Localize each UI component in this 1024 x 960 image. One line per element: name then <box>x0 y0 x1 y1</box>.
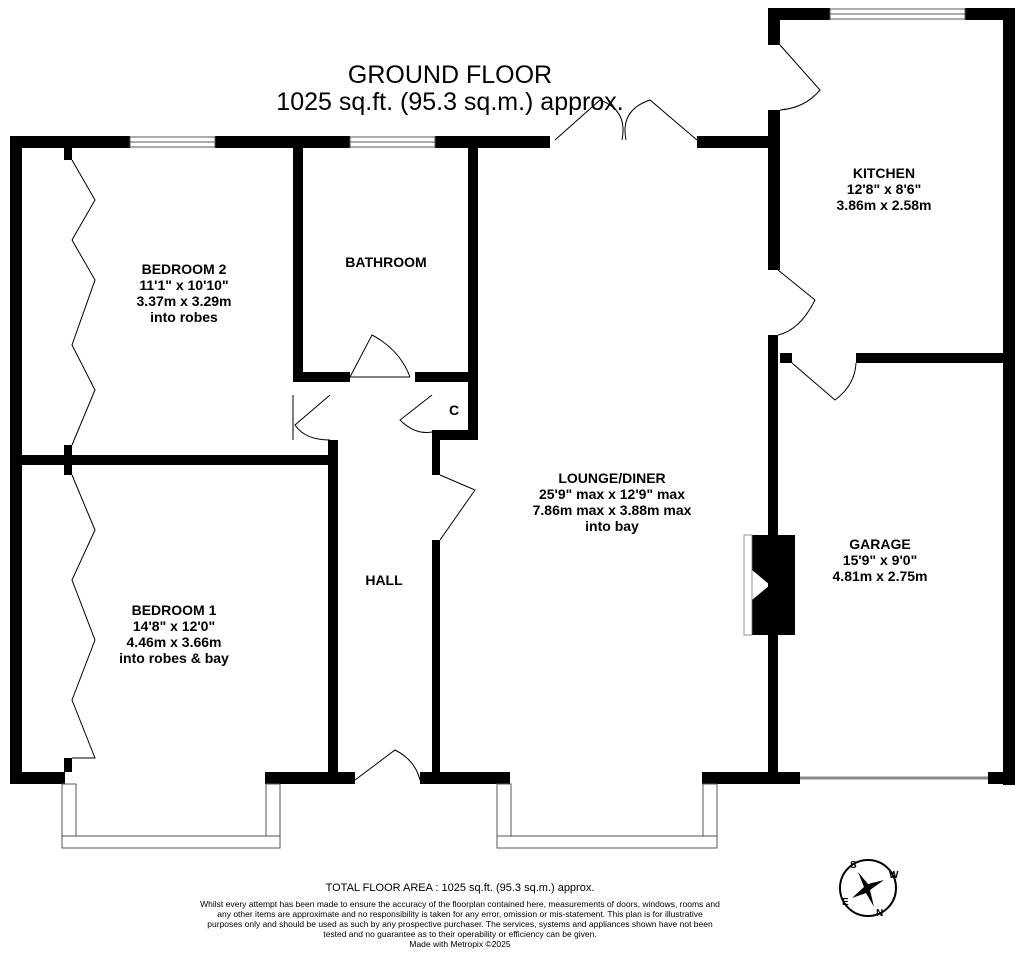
room-name: KITCHEN <box>852 165 916 181</box>
compass-icon: S W N E <box>839 859 899 919</box>
room-note: into robes <box>150 309 218 325</box>
disclaimer-text: Whilst every attempt has been made to en… <box>200 899 720 939</box>
room-name: GARAGE <box>849 536 911 552</box>
room-name: BEDROOM 1 <box>131 602 217 618</box>
compass-w: W <box>889 870 899 881</box>
compass-e: E <box>842 897 849 908</box>
room-kitchen: KITCHEN 12'8" x 8'6" 3.86m x 2.58m <box>837 165 932 213</box>
room-garage: GARAGE 15'9" x 9'0" 4.81m x 2.75m <box>833 536 928 584</box>
room-imperial: 12'8" x 8'6" <box>846 181 922 197</box>
made-with: Made with Metropix ©2025 <box>409 939 511 949</box>
room-metric: 4.46m x 3.66m <box>126 634 222 650</box>
room-name: LOUNGE/DINER <box>558 470 666 486</box>
walls <box>10 8 1015 785</box>
hearth <box>743 534 753 636</box>
room-metric: 3.37m x 3.29m <box>136 293 232 309</box>
room-cupboard: C <box>449 402 459 418</box>
room-metric: 7.86m max x 3.88m max <box>532 502 692 518</box>
room-bedroom-2: BEDROOM 2 11'1" x 10'10" 3.37m x 3.29m i… <box>137 261 232 325</box>
doors <box>71 44 857 781</box>
compass-s: S <box>850 860 857 871</box>
room-lounge-diner: LOUNGE/DINER 25'9" max x 12'9" max 7.86m… <box>533 470 692 534</box>
room-bathroom: BATHROOM <box>345 254 426 270</box>
total-floor-area: TOTAL FLOOR AREA : 1025 sq.ft. (95.3 sq.… <box>325 882 595 894</box>
floor-name: GROUND FLOOR <box>347 61 553 89</box>
floor-area: 1025 sq.ft. (95.3 sq.m.) approx. <box>276 88 624 116</box>
chimney-breast <box>752 535 795 635</box>
windows <box>61 8 988 849</box>
room-name: BEDROOM 2 <box>141 261 227 277</box>
disclaimer: Whilst every attempt has been made to en… <box>200 899 720 949</box>
room-imperial: 14'8" x 12'0" <box>132 618 216 634</box>
room-name: C <box>448 402 460 418</box>
room-bedroom-1: BEDROOM 1 14'8" x 12'0" 4.46m x 3.66m in… <box>119 602 229 666</box>
floor-title: GROUND FLOOR 1025 sq.ft. (95.3 sq.m.) ap… <box>190 62 710 116</box>
room-imperial: 11'1" x 10'10" <box>139 277 229 293</box>
room-name: BATHROOM <box>345 254 427 270</box>
room-note: into bay <box>585 518 639 534</box>
room-metric: 3.86m x 2.58m <box>836 197 932 213</box>
room-imperial: 25'9" max x 12'9" max <box>538 486 686 502</box>
compass-n: N <box>876 908 883 919</box>
room-note: into robes & bay <box>119 650 229 666</box>
room-hall: HALL <box>365 572 402 588</box>
room-metric: 4.81m x 2.75m <box>832 568 928 584</box>
room-name: HALL <box>365 572 403 588</box>
room-imperial: 15'9" x 9'0" <box>842 552 918 568</box>
